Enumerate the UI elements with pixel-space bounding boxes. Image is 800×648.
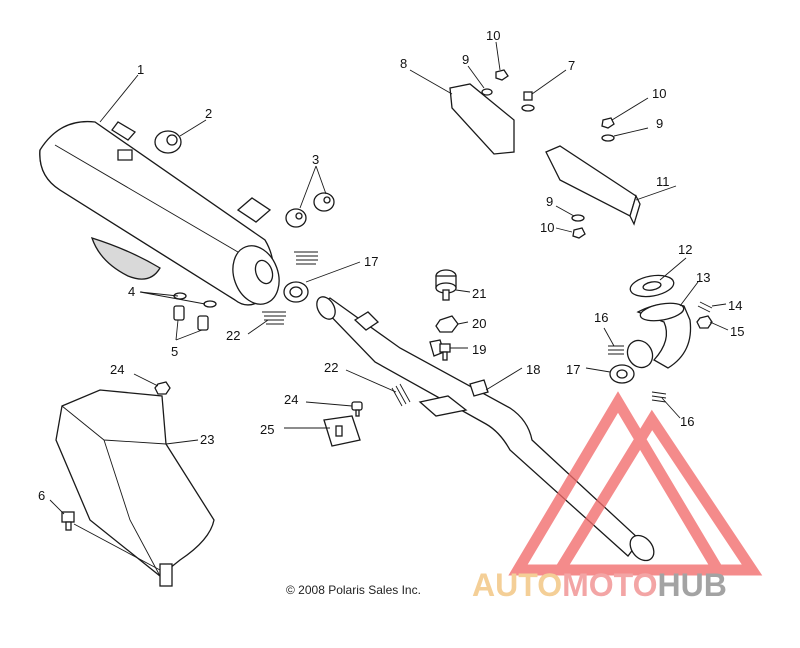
callout-21: 21 (472, 286, 486, 301)
spring-16-lower (651, 391, 667, 403)
bolt-24-mid (351, 401, 363, 417)
callout-15: 15 (730, 324, 744, 339)
callout-25: 25 (260, 422, 274, 437)
callout-9b: 9 (656, 116, 663, 131)
mount-bracket (418, 395, 468, 417)
gasket-12 (629, 274, 675, 298)
callout-9a: 9 (462, 52, 469, 67)
callout-10b: 10 (652, 86, 666, 101)
studs-5 (173, 305, 209, 331)
callout-1: 1 (137, 62, 144, 77)
watermark-hub: HUB (657, 567, 726, 603)
callout-9c: 9 (546, 194, 553, 209)
bumper-21 (435, 269, 457, 301)
bracket-8 (449, 83, 515, 155)
leader-lines (49, 41, 729, 571)
callout-20: 20 (472, 316, 486, 331)
callout-6: 6 (38, 488, 45, 503)
watermark-triangle-icon (508, 391, 763, 576)
callout-23: 23 (200, 432, 214, 447)
callout-19: 19 (472, 342, 486, 357)
exhaust-flange-13 (626, 302, 692, 369)
gasket-17-left (283, 281, 309, 303)
callouts: 1 2 3 4 5 6 7 8 9 9 9 10 10 10 11 12 13 … (38, 28, 744, 503)
spring-22-lower (262, 311, 286, 325)
callout-22b: 22 (324, 360, 338, 375)
callout-5: 5 (171, 344, 178, 359)
callout-2: 2 (205, 106, 212, 121)
bracket-11 (545, 145, 641, 226)
watermark-auto: AUTO (472, 567, 562, 603)
callout-3: 3 (312, 152, 319, 167)
callout-10c: 10 (540, 220, 554, 235)
spring-22-mid (391, 383, 411, 407)
nut-20 (435, 315, 459, 333)
grommet-2 (154, 130, 182, 154)
gasket-17-right (609, 364, 635, 384)
watermark-moto: MOTO (562, 567, 657, 603)
callout-16b: 16 (680, 414, 694, 429)
callout-17b: 17 (566, 362, 580, 377)
callout-24b: 24 (284, 392, 298, 407)
grommets-3 (285, 192, 335, 228)
spring-upper (294, 251, 318, 265)
callout-22a: 22 (226, 328, 240, 343)
callout-17a: 17 (364, 254, 378, 269)
callout-12: 12 (678, 242, 692, 257)
callout-16a: 16 (594, 310, 608, 325)
callout-10a: 10 (486, 28, 500, 43)
automotohub-watermark: AUTOMOTOHUB (472, 391, 763, 603)
spring-16-upper (608, 345, 624, 355)
callout-24a: 24 (110, 362, 124, 377)
bolt-19 (439, 343, 451, 361)
bolt-24-upper (154, 381, 171, 395)
svg-text:AUTOMOTOHUB: AUTOMOTOHUB (472, 567, 727, 603)
nut-15 (696, 315, 713, 329)
hardware-top (481, 69, 615, 239)
muffler (39, 120, 280, 306)
bolt-6 (61, 511, 75, 531)
copyright-text: © 2008 Polaris Sales Inc. (286, 583, 421, 597)
callout-7: 7 (568, 58, 575, 73)
callout-18: 18 (526, 362, 540, 377)
callout-14: 14 (728, 298, 742, 313)
clips-4 (173, 292, 217, 308)
callout-13: 13 (696, 270, 710, 285)
bolt-14 (697, 301, 713, 313)
callout-11: 11 (656, 174, 670, 189)
callout-8: 8 (400, 56, 407, 71)
bracket-25 (323, 415, 361, 447)
callout-4: 4 (128, 284, 135, 299)
